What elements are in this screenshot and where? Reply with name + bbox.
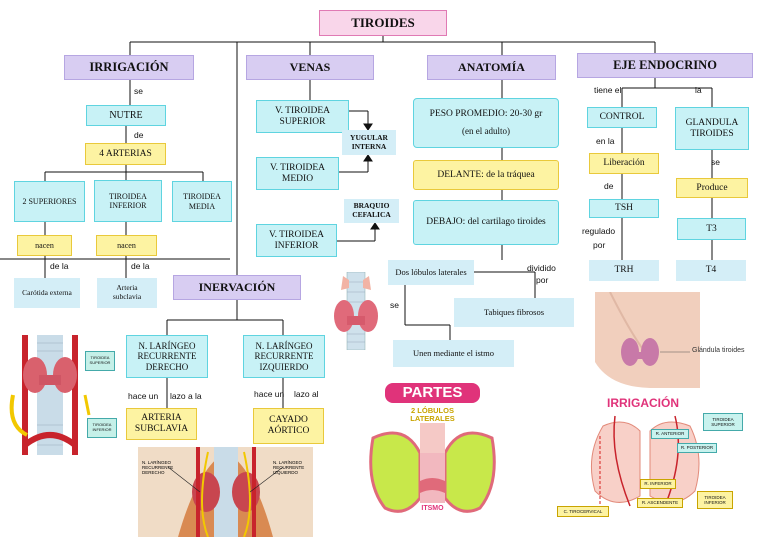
nerves-image: N. LARÍNGEO RECURRENTE DERECHO N. LARÍNG… [138,447,313,537]
label-se: se [134,86,143,96]
tiroidea-inferior-box: TIROIDEA INFERIOR [94,180,162,222]
glandula-tiroides-label: Glándula tiroides [692,347,745,354]
eje-endocrino-header: EJE ENDOCRINO [577,53,753,78]
peso-promedio-text: PESO PROMEDIO: 20-30 gr [429,109,543,120]
irrigacion-header: IRRIGACIÓN [64,55,194,80]
venas-header: VENAS [246,55,374,80]
label-de: de [134,130,144,140]
trh-box: TRH [589,260,659,281]
label-tiene-el: tiene el [594,85,622,95]
label-por: por [536,275,549,285]
label-de-eje: de [604,181,614,191]
cayado-aortico-box: CAYADO AÓRTICO [253,408,324,444]
4-arterias-box: 4 ARTERIAS [85,143,166,165]
t3-box: T3 [677,218,746,240]
neck-label-superior: TIROIDEA SUPERIOR [85,351,115,371]
nutre-box: NUTRE [86,105,166,126]
t4-box: T4 [676,260,746,281]
irrigacion-diagram-title: IRRIGACIÓN [607,396,679,410]
neck-gland-image: Glándula tiroides [590,292,755,388]
irrig-label-r-anterior: R. ANTERIOR [651,429,689,439]
anatomia-header: ANATOMÍA [427,55,556,80]
label-hace-un-2: hace un [254,389,285,399]
arteria-subclavia-box: Arteria subclavia [97,278,157,308]
nacen-box-1: nacen [17,235,72,256]
control-box: CONTROL [587,107,657,128]
nerve-label-left: N. LARÍNGEO RECURRENTE DERECHO [142,460,174,475]
irrig-label-tiroidea-inferior: TIROIDEA INFERIOR [697,491,733,509]
partes-subtitle: 2 LÓBULOS LATERALES [410,406,455,424]
nervio-laringeo-izquierdo-box: N. LARÍNGEO RECURRENTE IZQUIERDO [243,335,325,378]
produce-box: Produce [676,178,748,198]
label-lazo-al: lazo al [294,389,319,399]
label-de-la-1: de la [50,261,69,271]
carotida-externa-box: Carótida externa [14,278,80,308]
irrig-label-r-posterior: R. POSTERIOR [677,443,717,453]
debajo-box: DEBAJO: del cartilago tiroides [413,200,559,245]
inervacion-header: INERVACIÓN [173,275,301,300]
label-se-eje: se [711,157,720,167]
label-en-la: en la [596,136,615,146]
thyroid-larynx-image [333,272,379,350]
irrigacion-diagram-image: IRRIGACIÓN TIROIDEA SUPERIOR R. ANTERIOR… [555,396,765,521]
braquio-cefalica-box: BRAQUIO CEFALICA [344,199,399,223]
peso-promedio-box: PESO PROMEDIO: 20-30 gr (en el adulto) [413,98,559,148]
yugular-interna-box: YUGULAR INTERNA [342,130,396,155]
unen-istmo-box: Unen mediante el istmo [393,340,514,367]
irrig-label-r-ascendente: R. ASCENDENTE [637,498,683,508]
peso-adulto-text: (en el adulto) [462,126,510,137]
nerve-label-right: N. LARÍNGEO RECURRENTE IZQUIERDO [273,460,305,475]
thyroid-lobes-drawing [369,423,496,513]
irrig-label-tiroidea-superior: TIROIDEA SUPERIOR [703,413,743,431]
delante-box: DELANTE: de la tráquea [413,160,559,190]
nacen-box-2: nacen [96,235,157,256]
nervio-laringeo-derecho-box: N. LARÍNGEO RECURRENTE DERECHO [126,335,208,378]
tsh-box: TSH [589,199,659,218]
arteria-subclavia-yellow-box: ARTERIA SUBCLAVIA [126,408,197,440]
label-dividido: dividido [527,263,556,273]
tabiques-fibrosos-box: Tabiques fibrosos [454,298,574,327]
label-de-la-2: de la [131,261,150,271]
label-hace-un-1: hace un [128,391,159,401]
label-regulado: regulado [582,226,616,236]
dos-lobulos-box: Dos lóbulos laterales [388,260,474,285]
label-se-anatomia: se [390,300,399,310]
liberacion-box: Liberación [589,153,659,174]
partes-image: PARTES 2 LÓBULOS LATERALES ITSMO [365,383,500,538]
v-tiroidea-inferior-box: V. TIROIDEA INFERIOR [256,224,337,257]
label-la: la [695,85,702,95]
2-superiores-box: 2 SUPERIORES [14,181,85,222]
partes-title: PARTES [385,383,480,403]
v-tiroidea-superior-box: V. TIROIDEA SUPERIOR [256,100,349,133]
label-lazo-a-la: lazo a la [170,391,202,401]
irrig-label-tirocervical: C. TIROCERVICAL [557,506,609,517]
page-title: TIROIDES [319,10,447,36]
v-tiroidea-medio-box: V. TIROIDEA MEDIO [256,157,339,190]
label-por-eje: por [593,240,606,250]
istmo-label: ITSMO [421,505,444,512]
tiroidea-media-box: TIROIDEA MEDIA [172,181,232,222]
neck-label-inferior: TIROIDEA INFERIOR [87,418,117,438]
irrig-label-r-inferior: R. INFERIOR [640,479,676,489]
neck-anatomy-image: TIROIDEA SUPERIOR TIROIDEA INFERIOR [5,335,120,455]
glandula-tiroides-box: GLANDULA TIROIDES [675,107,749,150]
